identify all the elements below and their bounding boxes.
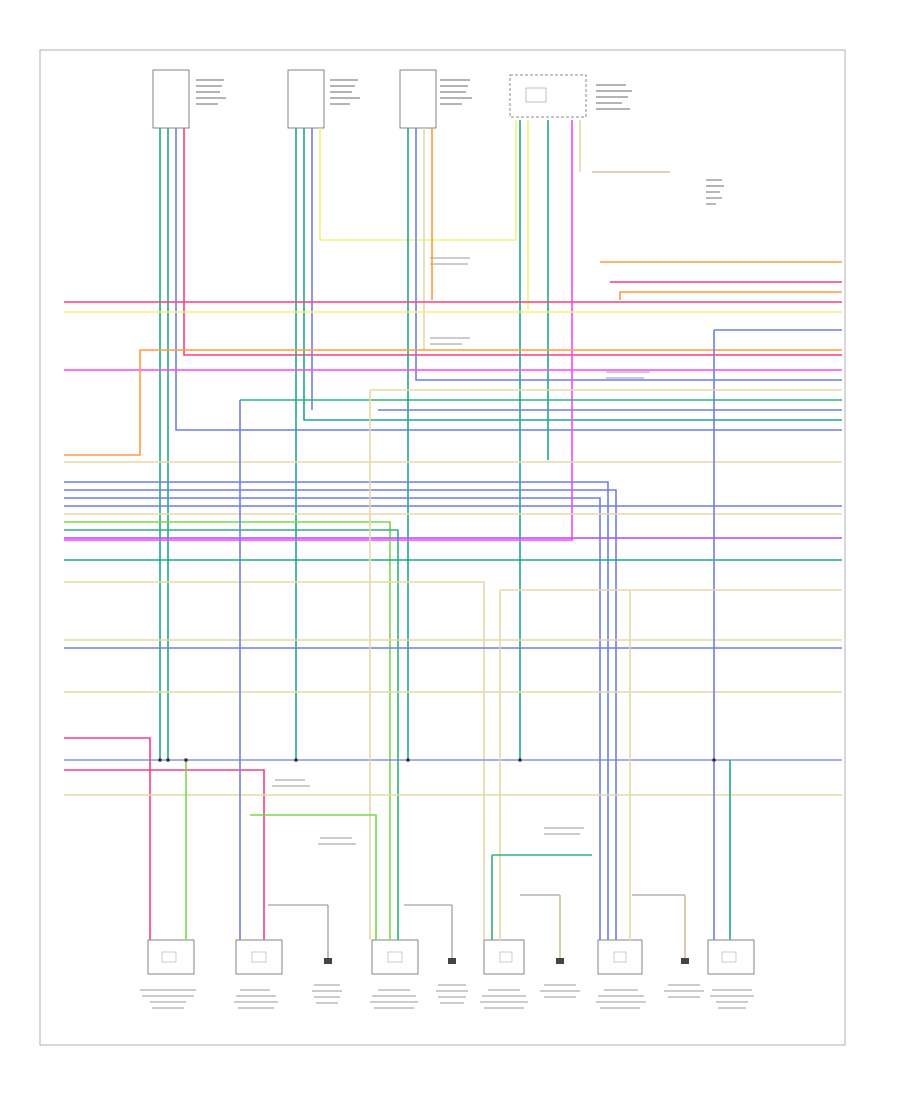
wire-2-yellow (319, 120, 517, 241)
bottom-component-6 (707, 939, 755, 975)
bus-pink-2 (64, 737, 151, 940)
splice-dot-4 (518, 758, 522, 762)
wire-4-magenta (64, 120, 573, 541)
bottom-component-3 (371, 904, 456, 975)
bus-green-1 (64, 529, 399, 940)
bus-pink-3 (64, 769, 265, 940)
bottom-component-1 (147, 939, 195, 975)
wire-r-orange-2 (619, 291, 842, 300)
bus-tan-3 (64, 581, 485, 940)
top-component-4 (509, 74, 632, 118)
top-component-1 (152, 69, 230, 129)
wire-1-pink (183, 128, 842, 356)
top-component-3 (399, 69, 472, 129)
splice-dot-1 (166, 758, 170, 762)
bottom-component-2 (235, 904, 332, 975)
wire-2-teal (303, 128, 842, 421)
splice-dot-5 (712, 758, 716, 762)
bottom-component-5 (597, 894, 689, 975)
bottom-component-4 (483, 894, 564, 975)
splice-labels (272, 257, 650, 845)
top-right-note (592, 171, 724, 205)
bus-blue-3 (64, 497, 601, 940)
wire-3-blue (415, 128, 842, 381)
splice-dot-3 (406, 758, 410, 762)
bus-lime-1 (64, 521, 391, 940)
splice-dot-6 (184, 758, 188, 762)
bus-blue-1 (64, 481, 609, 940)
bus-orange-1 (64, 349, 842, 456)
bottom-captions (140, 984, 754, 1009)
wires-layer (64, 120, 842, 940)
wire-1-blue (175, 128, 842, 431)
wire-lime-splice (250, 814, 377, 940)
splice-dot-0 (158, 758, 162, 762)
top-component-2 (287, 69, 360, 129)
splice-dot-2 (294, 758, 298, 762)
diagram-frame (39, 49, 846, 1046)
bus-blue-2 (64, 489, 617, 940)
